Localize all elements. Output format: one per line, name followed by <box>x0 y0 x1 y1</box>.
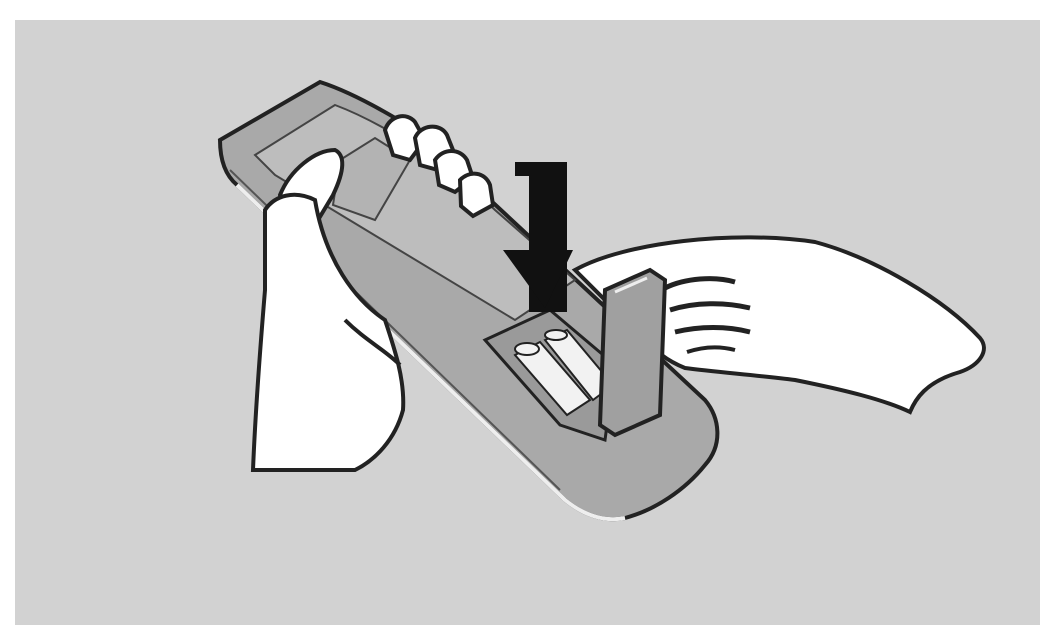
battery-cover <box>600 270 665 435</box>
remote-battery-illustration <box>15 20 1040 625</box>
illustration-panel <box>15 20 1040 625</box>
